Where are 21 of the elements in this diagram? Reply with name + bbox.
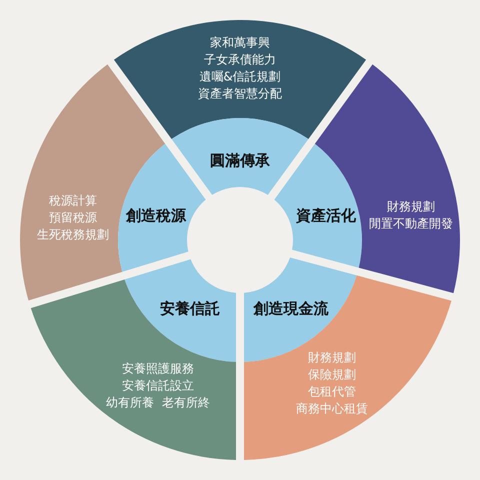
sector-heading: 資產活化 (296, 206, 356, 226)
sector-heading: 圓滿傳承 (210, 152, 270, 170)
service-item: 保險規劃 (308, 366, 356, 383)
service-item: 遺囑&信託規劃 (199, 68, 281, 85)
service-item: 幼有所養 老有所終 (106, 394, 210, 412)
service-item: 稅源計算 (49, 192, 97, 210)
service-item: 財務規劃 (387, 198, 435, 215)
sector-heading: 創造稅源 (126, 206, 186, 226)
service-item: 安養信託設立 (122, 378, 194, 394)
service-item: 資產者智慧分配 (198, 85, 282, 102)
service-item: 預留稅源 (49, 210, 97, 226)
sector-heading: 創造現金流 (254, 300, 328, 318)
service-item: 包租代管 (308, 383, 356, 400)
sector-heading: 安養信託 (160, 300, 220, 318)
service-item: 安養照護服務 (122, 360, 194, 378)
service-item: 生死稅務規劃 (37, 226, 109, 244)
service-item: 財務規劃 (308, 349, 356, 366)
service-item: 家和萬事興 (210, 34, 270, 51)
service-item: 子女承債能力 (204, 51, 276, 68)
service-item: 商務中心租賃 (296, 400, 368, 417)
service-item: 閒置不動產開發 (369, 215, 453, 232)
